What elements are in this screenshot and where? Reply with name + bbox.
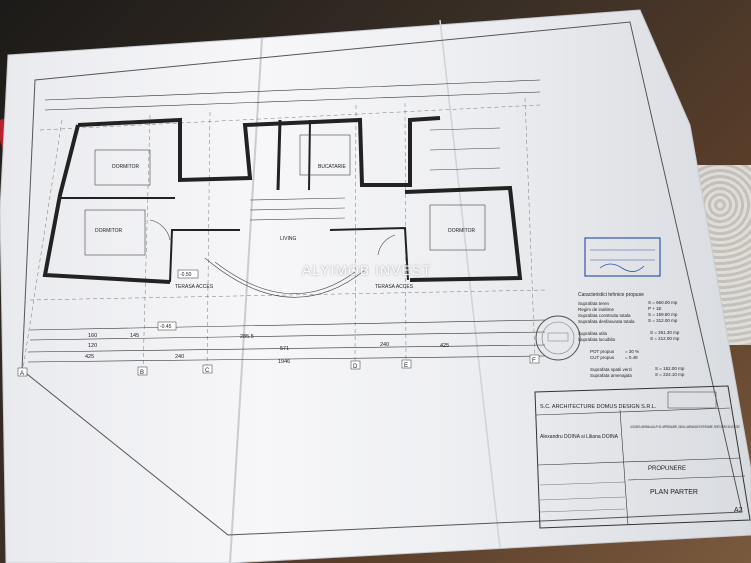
dimension-value: 1946 — [278, 359, 290, 365]
area-row-label: Suprafata amenajata — [590, 373, 632, 378]
level-marker: -0.45 — [160, 324, 172, 330]
room-label: DORMITOR — [95, 228, 123, 234]
area-row-value: S = 212.00 mp — [650, 336, 680, 341]
room-label: TERASA ACCES — [375, 284, 414, 290]
area-row-label: Suprafata construita totala — [578, 313, 631, 318]
room-label: DORMITOR — [112, 164, 140, 170]
drawing-title: PLAN PARTER — [650, 489, 698, 496]
sheet-number: A2 — [734, 507, 743, 514]
room-label: LIVING — [280, 236, 297, 242]
dimension-value: 425 — [85, 354, 94, 360]
area-row-value: S = 159.80 mp — [648, 312, 678, 317]
dimension-value: 120 — [88, 343, 97, 349]
dimension-value: 240 — [380, 342, 389, 348]
area-row-value: P + 1E — [648, 306, 662, 311]
dimension-value: 425 — [440, 343, 449, 349]
area-row-label: Suprafata locuibila — [578, 337, 616, 342]
area-row-label: Suprafata utila — [578, 331, 608, 336]
approval-stamp — [584, 237, 661, 277]
round-seal — [535, 315, 581, 361]
dimension-lines — [27, 79, 546, 363]
paper — [0, 9, 751, 563]
area-row-label: Suprafata spatii verzi — [590, 367, 632, 372]
beneficiary: Alexandru DOINA si Liliana DOINA — [540, 434, 618, 440]
title-block: S.C. ARCHITECTURE DOMUS DESIGN S.R.L. Al… — [534, 385, 751, 529]
area-row-label: Suprafata teren — [578, 301, 610, 306]
axis-label: B — [140, 370, 144, 376]
dimension-value: 145 — [130, 333, 139, 339]
area-row-label: CUT propus — [590, 355, 615, 360]
axis-grid — [21, 97, 546, 376]
area-row-label: Suprafata desfasurata totala — [578, 319, 635, 324]
drawing-border — [21, 21, 743, 536]
dimension-value: 285.5 — [240, 334, 254, 340]
axis-label: A — [20, 371, 24, 377]
area-row-value: S = 224.10 mp — [655, 372, 685, 377]
dimension-value: 571 — [280, 346, 289, 352]
room-label: BUCATARIE — [318, 164, 347, 170]
area-row-value: S = 152.00 mp — [655, 366, 685, 371]
area-table: Caracteristici tehnice propuse Suprafata… — [578, 292, 685, 378]
walls — [42, 116, 523, 284]
area-row-value: = 0.48 — [625, 355, 638, 360]
dimension-value: 240 — [175, 354, 184, 360]
area-row-value: S = 312.00 mp — [648, 318, 678, 323]
company-name: S.C. ARCHITECTURE DOMUS DESIGN S.R.L. — [540, 404, 657, 410]
level-marker: -0.50 — [180, 272, 192, 278]
interior-lines — [84, 127, 501, 298]
room-label: DORMITOR — [448, 228, 476, 234]
axis-label: F — [532, 358, 536, 364]
room-label: TERASA ACCES — [175, 284, 214, 290]
area-table-heading: Caracteristici tehnice propuse — [578, 292, 644, 298]
axis-label: E — [404, 363, 408, 369]
axis-label: D — [353, 364, 358, 370]
area-row-label: POT propus — [590, 349, 615, 354]
area-row-value: = 30 % — [625, 349, 639, 354]
area-row-value: S = 261.30 mp — [650, 330, 680, 335]
area-row-label: Regim de inaltime — [578, 307, 615, 312]
phase-label: PROPUNERE — [648, 466, 686, 472]
project-description: LOCUINTA UNIFAMILIALA P+1E, IMPREJMUIRE,… — [630, 425, 740, 429]
fold-crease — [439, 19, 501, 549]
watermark: ALYIMOB INVEST — [302, 262, 432, 278]
dimension-value: 160 — [88, 333, 97, 339]
area-row-value: S = 660.00 mp — [648, 300, 678, 305]
axis-label: C — [205, 368, 210, 374]
